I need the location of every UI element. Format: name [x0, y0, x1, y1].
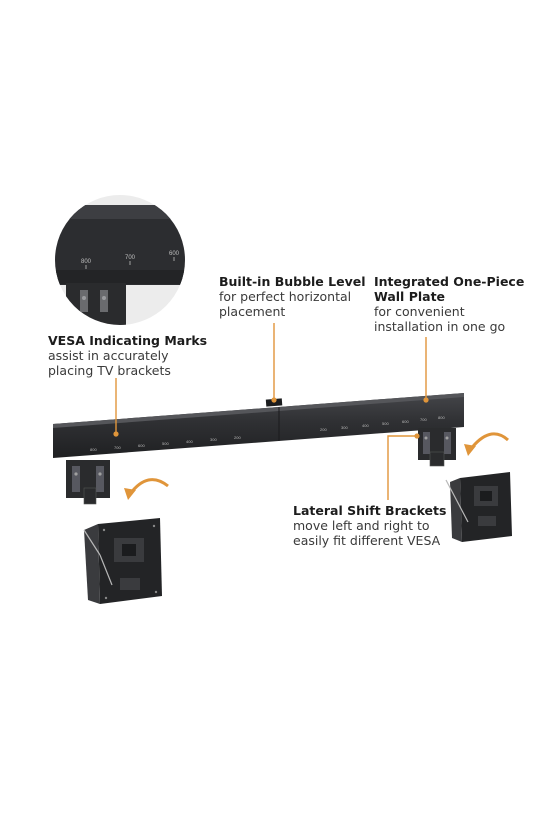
rail-marks-right: 200 300 400 500 600 700 800 [320, 415, 445, 432]
plate-leader-dot [423, 397, 429, 403]
rail-mark: 300 [341, 425, 348, 430]
callout-bubble-line-2: placement [219, 304, 286, 319]
rail-mark: 400 [186, 439, 193, 444]
callout-shift-line-1: move left and right to [293, 518, 430, 533]
wall-rail [53, 393, 464, 458]
rail-mark: 300 [210, 437, 217, 442]
callout-lateral-shift: Lateral Shift Brackets move left and rig… [293, 503, 483, 548]
right-tv-bracket [445, 472, 512, 542]
left-rail-bracket [66, 460, 110, 505]
inset-mark-700: 700 [125, 255, 136, 261]
rail-mark: 200 [234, 435, 241, 440]
callout-bubble-level: Built-in Bubble Level for perfect horizo… [219, 274, 369, 319]
shift-leader-dot [414, 433, 420, 439]
callout-plate-line-2: installation in one go [374, 319, 506, 334]
rail-mark: 500 [162, 441, 169, 446]
rail-mark: 800 [90, 447, 97, 452]
callout-shift-title: Lateral Shift Brackets [293, 503, 447, 518]
bubble-leader-dot [271, 397, 277, 403]
rail-mark: 700 [420, 417, 427, 422]
rail-marks-left: 800 700 600 500 400 300 200 [90, 435, 241, 452]
left-tv-bracket [83, 518, 162, 604]
rail-mark: 700 [114, 445, 121, 450]
rail-mark: 800 [438, 415, 445, 420]
rail-mark: 500 [382, 421, 389, 426]
callout-plate-title-1: Integrated One-Piece [374, 274, 525, 289]
rotate-arrow-right-icon [464, 432, 509, 456]
callout-bubble-title: Built-in Bubble Level [219, 274, 366, 289]
callout-plate-line-1: for convenient [374, 304, 465, 319]
rail-mark: 400 [362, 423, 369, 428]
rail-mark: 600 [402, 419, 409, 424]
callout-bubble-line-1: for perfect horizontal [219, 289, 352, 304]
callout-vesa-marks: VESA Indicating Marks assist in accurate… [48, 333, 228, 378]
inset-mark-800: 800 [81, 259, 92, 265]
callout-plate-title-2: Wall Plate [374, 289, 446, 304]
zoom-inset: 800 700 600 [55, 195, 185, 325]
rail-mark: 600 [138, 443, 145, 448]
right-rail-bracket [418, 428, 456, 467]
vesa-leader-dot [113, 431, 119, 437]
callout-vesa-line-2: placing TV brackets [48, 363, 171, 378]
callout-wall-plate: Integrated One-Piece Wall Plate for conv… [374, 274, 534, 334]
shift-leader-line [387, 435, 415, 500]
rail-mark: 200 [320, 427, 327, 432]
inset-mark-600: 600 [169, 251, 180, 257]
callout-vesa-title: VESA Indicating Marks [48, 333, 208, 348]
rotate-arrow-left-icon [124, 478, 169, 500]
callout-leaders [113, 323, 429, 500]
callout-vesa-line-1: assist in accurately [48, 348, 169, 363]
callout-shift-line-2: easily fit different VESA [293, 533, 441, 548]
